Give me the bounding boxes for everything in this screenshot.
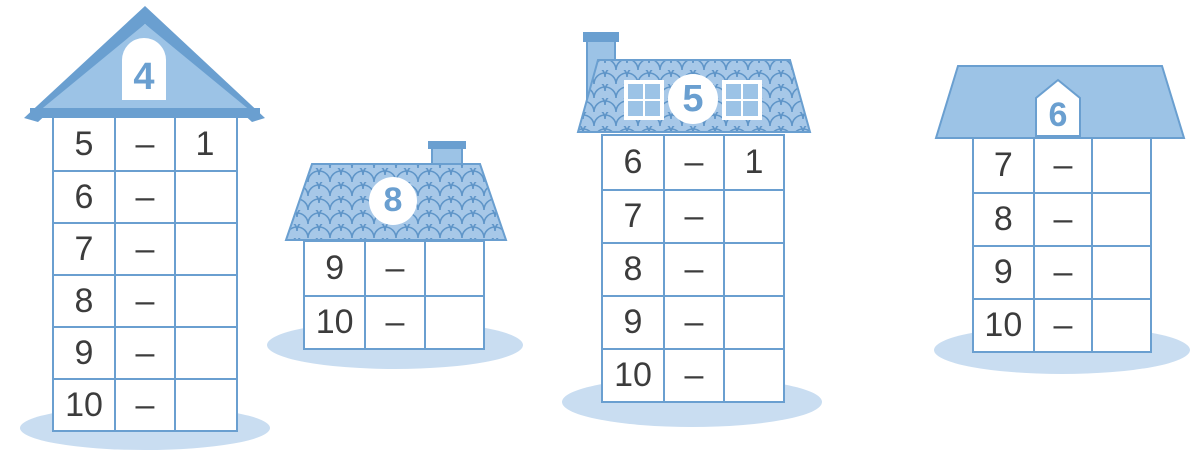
operator-cell: – xyxy=(114,380,174,430)
answer-cell[interactable] xyxy=(174,380,234,430)
minuend-cell: 8 xyxy=(974,194,1033,245)
operator-cell: – xyxy=(663,350,723,401)
table-row: 6– xyxy=(54,170,236,222)
roof-number-house-6: 6 xyxy=(1036,98,1080,132)
minuend-cell: 9 xyxy=(974,247,1033,298)
answer-cell[interactable] xyxy=(1091,139,1150,192)
answer-cell[interactable] xyxy=(723,244,783,295)
answer-cell[interactable] xyxy=(1091,194,1150,245)
minuend-cell: 8 xyxy=(54,276,114,326)
table-row: 7– xyxy=(974,139,1150,192)
answer-cell[interactable]: 1 xyxy=(174,118,234,170)
operator-cell: – xyxy=(1033,300,1092,351)
answer-cell[interactable] xyxy=(723,191,783,242)
table-row: 9– xyxy=(974,245,1150,298)
house-8-table: 9–10– xyxy=(303,240,485,350)
operator-cell: – xyxy=(114,172,174,222)
operator-cell: – xyxy=(663,136,723,189)
operator-cell: – xyxy=(364,242,423,295)
table-row: 9– xyxy=(54,326,236,378)
answer-cell[interactable] xyxy=(723,297,783,348)
table-row: 8– xyxy=(603,242,783,295)
table-row: 8– xyxy=(974,192,1150,245)
minuend-cell: 10 xyxy=(974,300,1033,351)
answer-cell[interactable] xyxy=(1091,300,1150,351)
operator-cell: – xyxy=(1033,247,1092,298)
answer-cell[interactable] xyxy=(723,350,783,401)
minuend-cell: 9 xyxy=(305,242,364,295)
table-row: 9– xyxy=(603,295,783,348)
roof-number-house-4: 4 xyxy=(122,58,166,96)
answer-cell[interactable] xyxy=(174,172,234,222)
minuend-cell: 6 xyxy=(54,172,114,222)
table-row: 10– xyxy=(54,378,236,430)
minuend-cell: 8 xyxy=(603,244,663,295)
roof-number-house-5: 5 xyxy=(668,80,718,118)
operator-cell: – xyxy=(1033,194,1092,245)
minuend-cell: 10 xyxy=(54,380,114,430)
table-row: 10– xyxy=(603,348,783,401)
operator-cell: – xyxy=(1033,139,1092,192)
minuend-cell: 9 xyxy=(54,328,114,378)
operator-cell: – xyxy=(114,118,174,170)
table-row: 9– xyxy=(305,242,483,295)
answer-cell[interactable] xyxy=(174,276,234,326)
operator-cell: – xyxy=(663,297,723,348)
minuend-cell: 9 xyxy=(603,297,663,348)
operator-cell: – xyxy=(663,244,723,295)
minuend-cell: 6 xyxy=(603,136,663,189)
minuend-cell: 7 xyxy=(54,224,114,274)
operator-cell: – xyxy=(364,297,423,348)
answer-cell[interactable] xyxy=(424,242,483,295)
house-6-table: 7–8–9–10– xyxy=(972,137,1152,353)
minuend-cell: 5 xyxy=(54,118,114,170)
table-row: 5–1 xyxy=(54,118,236,170)
minuend-cell: 7 xyxy=(603,191,663,242)
operator-cell: – xyxy=(114,328,174,378)
table-row: 6–1 xyxy=(603,136,783,189)
table-row: 10– xyxy=(305,295,483,348)
operator-cell: – xyxy=(663,191,723,242)
minuend-cell: 10 xyxy=(603,350,663,401)
table-row: 7– xyxy=(54,222,236,274)
table-row: 7– xyxy=(603,189,783,242)
answer-cell[interactable] xyxy=(1091,247,1150,298)
operator-cell: – xyxy=(114,276,174,326)
roof-number-house-8: 8 xyxy=(369,183,417,217)
answer-cell[interactable] xyxy=(424,297,483,348)
table-row: 8– xyxy=(54,274,236,326)
minuend-cell: 10 xyxy=(305,297,364,348)
table-row: 10– xyxy=(974,298,1150,351)
operator-cell: – xyxy=(114,224,174,274)
minuend-cell: 7 xyxy=(974,139,1033,192)
answer-cell[interactable]: 1 xyxy=(723,136,783,189)
answer-cell[interactable] xyxy=(174,224,234,274)
answer-cell[interactable] xyxy=(174,328,234,378)
